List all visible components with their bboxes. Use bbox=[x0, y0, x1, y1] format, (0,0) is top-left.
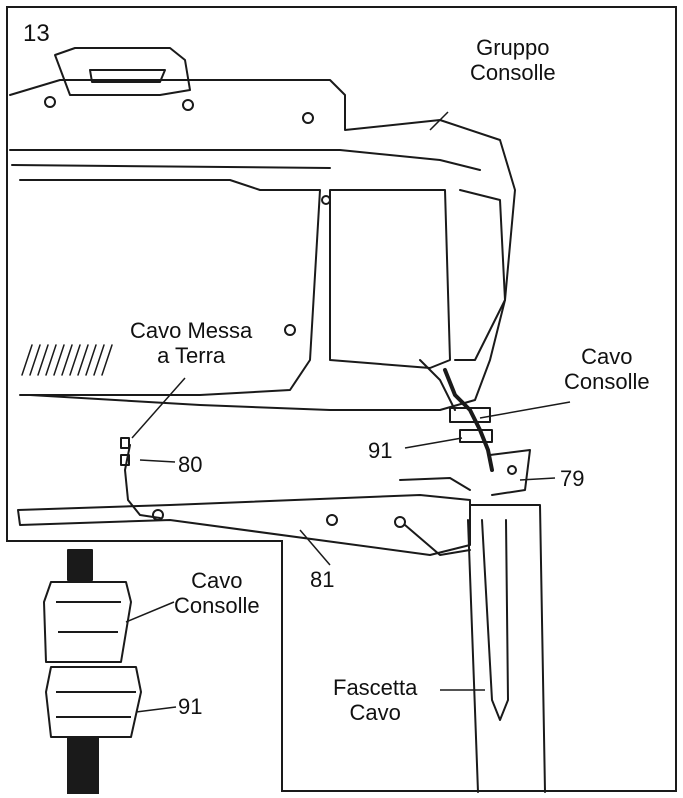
label-part-91: 91 bbox=[368, 438, 393, 463]
inset-cable-top bbox=[67, 549, 93, 581]
leader-lines bbox=[131, 111, 571, 691]
upright-79 bbox=[469, 504, 546, 793]
cable-tie bbox=[481, 519, 509, 721]
console-box bbox=[329, 189, 451, 369]
label-inset-console-wire-line2: Consolle bbox=[174, 593, 260, 618]
inset-connector-top bbox=[43, 581, 132, 663]
label-console-assembly-line2: Consolle bbox=[470, 60, 556, 85]
console-housing bbox=[9, 79, 516, 411]
label-part-79: 79 bbox=[560, 466, 585, 491]
label-cable-tie-line1: Fascetta bbox=[333, 675, 418, 700]
ground-wire bbox=[124, 444, 161, 519]
label-console-wire: Cavo Consolle bbox=[564, 344, 650, 394]
step-number: 13 bbox=[23, 20, 50, 47]
diagram-frame bbox=[6, 6, 677, 792]
vent-slots bbox=[21, 344, 113, 376]
label-cable-tie-line2: Cavo bbox=[349, 700, 401, 725]
label-cable-tie: Fascetta Cavo bbox=[333, 675, 417, 725]
console-underside bbox=[19, 179, 321, 396]
inset-connector-bottom bbox=[45, 666, 142, 738]
connector-b bbox=[459, 429, 493, 443]
console-wire bbox=[443, 368, 494, 472]
inset-cable-bottom bbox=[67, 736, 99, 794]
label-console-assembly: Gruppo Consolle bbox=[470, 35, 556, 85]
label-console-wire-line2: Consolle bbox=[564, 369, 650, 394]
label-ground-wire: Cavo Messa a Terra bbox=[130, 318, 252, 368]
label-console-assembly-line1: Gruppo bbox=[476, 35, 550, 60]
label-ground-wire-line1: Cavo Messa bbox=[130, 318, 253, 343]
label-console-wire-line1: Cavo bbox=[581, 344, 633, 369]
label-ground-wire-line2: a Terra bbox=[157, 343, 226, 368]
connector-a bbox=[449, 407, 491, 423]
connector-detail-inset: Cavo Consolle 91 bbox=[6, 540, 283, 794]
inset-illustration bbox=[43, 549, 177, 794]
label-inset-part-91: 91 bbox=[178, 694, 203, 719]
label-part-81: 81 bbox=[310, 567, 335, 592]
frame-bar-81 bbox=[17, 494, 471, 556]
label-inset-console-wire-line1: Cavo bbox=[191, 568, 243, 593]
label-inset-console-wire: Cavo Consolle bbox=[174, 568, 260, 618]
console-handle bbox=[54, 47, 191, 96]
label-part-80: 80 bbox=[178, 452, 203, 477]
